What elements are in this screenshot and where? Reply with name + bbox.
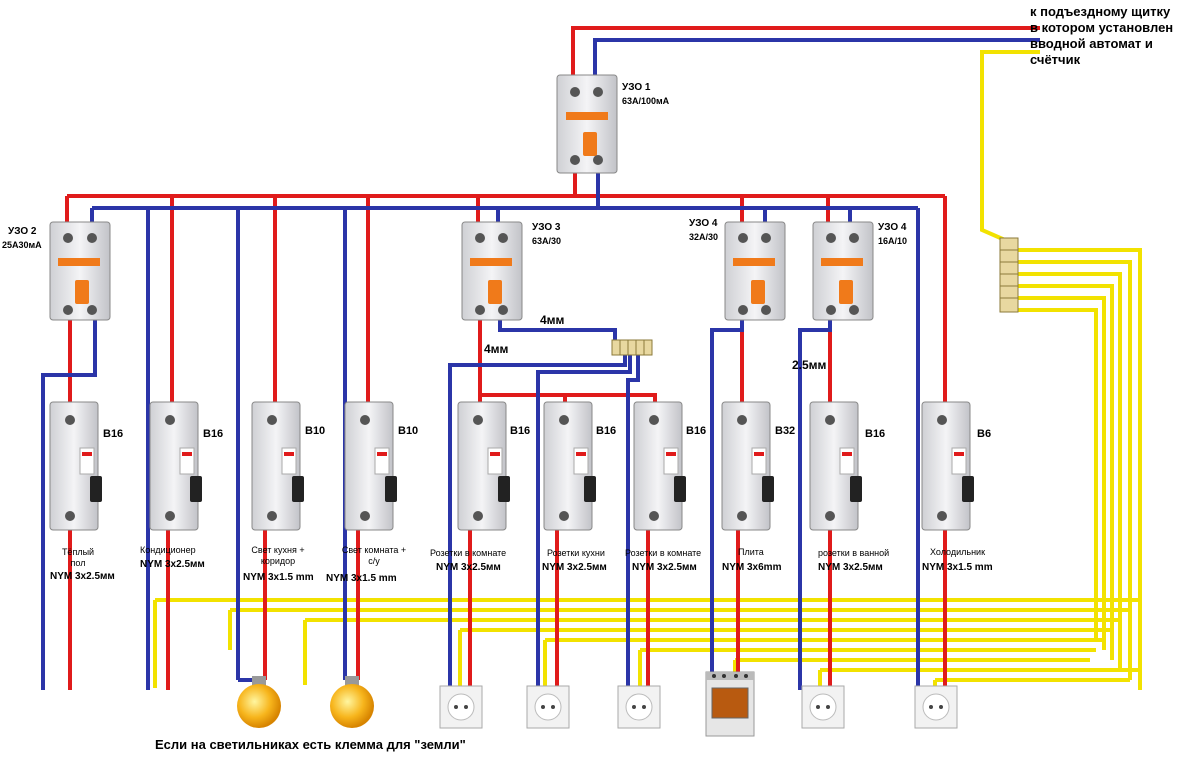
rcd-3-rating: 63А/30 bbox=[532, 236, 562, 246]
circuit-name-line: Плита bbox=[738, 547, 764, 557]
breaker-rating: В16 bbox=[865, 428, 886, 440]
circuit-name-line: Кондиционер bbox=[140, 545, 196, 555]
circuit-breaker bbox=[721, 401, 774, 531]
rcd-5-rating: 16А/10 bbox=[878, 236, 908, 246]
circuit-name-line: с/у bbox=[368, 556, 380, 566]
stove-icon bbox=[705, 671, 755, 737]
supply-note-line: счётчик bbox=[1030, 52, 1081, 67]
circuit-breaker bbox=[251, 401, 304, 531]
cable-size-label: 2.5мм bbox=[792, 358, 827, 372]
circuit-name-line: Розетки в комнате bbox=[430, 548, 507, 558]
breaker-rating: В10 bbox=[398, 425, 419, 437]
circuit-name-line: Свет комната + bbox=[341, 545, 407, 555]
rcd-1-name: УЗО 1 bbox=[622, 82, 651, 93]
breaker-rating: В16 bbox=[686, 425, 707, 437]
rcd-1 bbox=[556, 74, 618, 174]
rcd-5 bbox=[812, 221, 874, 321]
socket-icon bbox=[439, 685, 483, 729]
circuit-name-line: Холодильник bbox=[930, 547, 986, 557]
circuit-breaker bbox=[921, 401, 974, 531]
supply-note-line: вводной автомат и bbox=[1030, 36, 1153, 51]
circuit-breaker bbox=[344, 401, 397, 531]
light-bulb-icon bbox=[237, 676, 281, 728]
circuit-breakers bbox=[49, 401, 974, 531]
breaker-rating: В16 bbox=[203, 428, 224, 440]
circuit-name: Розетки в комнате bbox=[625, 548, 701, 559]
supply-note: к подъездному щитку в котором установлен… bbox=[1030, 4, 1173, 68]
cable-type: NYM 3х2.5мм bbox=[436, 562, 501, 573]
cable-type: NYM 3х2.5мм bbox=[542, 562, 607, 573]
circuit-name-line: пол bbox=[70, 558, 86, 568]
rcd-3 bbox=[461, 221, 523, 321]
cable-type: NYM 3х1.5 mm bbox=[243, 572, 314, 583]
circuit-name: Плита bbox=[738, 547, 764, 558]
light-bulb-icon bbox=[330, 676, 374, 728]
supply-note-line: к подъездному щитку bbox=[1030, 4, 1171, 19]
rcd-devices bbox=[49, 74, 874, 321]
circuit-name: Розетки в комнате bbox=[430, 548, 506, 559]
circuit-name: розетки в ванной bbox=[818, 548, 889, 559]
cable-type: NYM 3х2.5мм bbox=[140, 559, 205, 570]
circuit-name: Свет кухня + коридор bbox=[246, 545, 310, 567]
cable-size-label: 4мм bbox=[540, 313, 565, 327]
circuit-name-line: Розетки в комнате bbox=[625, 548, 702, 558]
rcd-1-rating: 63А/100мА bbox=[622, 96, 670, 106]
circuit-name-line: розетки в ванной bbox=[818, 548, 890, 558]
phase-wires bbox=[65, 26, 1040, 690]
cable-type: NYM 3х2.5мм bbox=[632, 562, 697, 573]
breaker-rating: В10 bbox=[305, 425, 326, 437]
circuit-breaker bbox=[543, 401, 596, 531]
earth-caption: Если на светильниках есть клемма для "зе… bbox=[155, 737, 466, 752]
circuit-name-line: Розетки кухни bbox=[547, 548, 605, 558]
neutral-wires bbox=[41, 38, 1040, 690]
loads bbox=[237, 671, 958, 737]
circuit-name: Тёплый пол bbox=[48, 547, 108, 569]
circuit-name: Розетки кухни bbox=[547, 548, 605, 559]
rcd-4-rating: 32А/30 bbox=[689, 232, 719, 242]
cable-type: NYM 3х1.5 mm bbox=[326, 573, 397, 584]
cable-type: NYM 3х2.5мм bbox=[818, 562, 883, 573]
breaker-rating: В6 bbox=[977, 428, 992, 440]
cable-size-label: 4мм bbox=[484, 342, 509, 356]
rcd-5-name: УЗО 4 bbox=[878, 222, 907, 233]
rcd-4-name: УЗО 4 bbox=[689, 218, 718, 229]
rcd-2-name: УЗО 2 bbox=[8, 226, 37, 237]
circuit-breaker bbox=[633, 401, 686, 531]
breaker-rating: В16 bbox=[103, 428, 124, 440]
supply-note-line: в котором установлен bbox=[1030, 20, 1174, 35]
neutral-bus-bar bbox=[611, 339, 653, 356]
circuit-name: Свет комната + с/у bbox=[338, 545, 410, 567]
socket-icon bbox=[801, 685, 845, 729]
breaker-rating: В16 bbox=[596, 425, 617, 437]
cable-type: NYM 3х6mm bbox=[722, 562, 782, 573]
breaker-rating: В16 bbox=[510, 425, 531, 437]
breaker-rating: В32 bbox=[775, 425, 796, 437]
socket-icon bbox=[526, 685, 570, 729]
rcd-3-name: УЗО 3 bbox=[532, 222, 561, 233]
socket-icon bbox=[914, 685, 958, 729]
rcd-2-rating: 25А30мА bbox=[2, 240, 42, 250]
circuit-name: Холодильник bbox=[930, 547, 985, 558]
circuit-name-line: коридор bbox=[260, 556, 296, 566]
circuit-breaker bbox=[809, 401, 862, 531]
circuit-name-line: Свет кухня + bbox=[251, 545, 305, 555]
earth-wires bbox=[153, 50, 1142, 690]
rcd-4 bbox=[724, 221, 786, 321]
circuit-breaker bbox=[49, 401, 102, 531]
cable-type: NYM 3х2.5мм bbox=[50, 571, 115, 582]
circuit-name-line: Тёплый bbox=[61, 547, 95, 557]
cable-type: NYM 3х1.5 mm bbox=[922, 562, 993, 573]
earth-bus-bar bbox=[999, 237, 1019, 313]
circuit-breaker bbox=[457, 401, 510, 531]
socket-icon bbox=[617, 685, 661, 729]
circuit-name: Кондиционер bbox=[140, 545, 196, 556]
circuit-breaker bbox=[149, 401, 202, 531]
rcd-2 bbox=[49, 221, 111, 321]
